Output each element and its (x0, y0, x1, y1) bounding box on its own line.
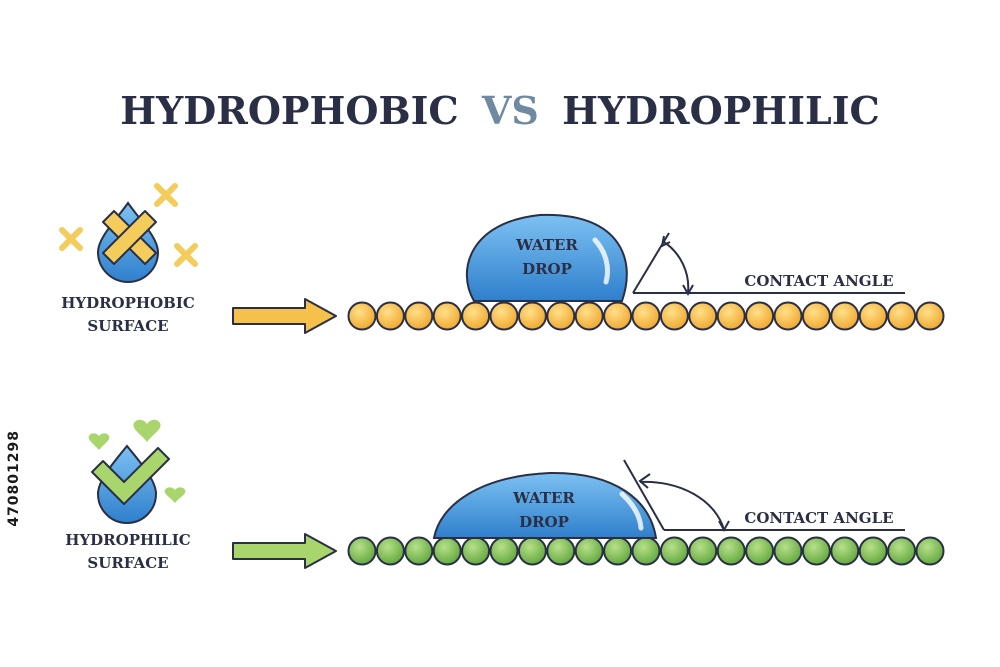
hydrophilic-contact-angle-icon (623, 459, 905, 533)
title-hydrophobic: HYDROPHOBIC (120, 88, 458, 133)
surface-bead (830, 536, 860, 566)
hydrophobic-contact-angle-label: CONTACT ANGLE (744, 272, 893, 290)
surface-bead (432, 536, 462, 566)
drop-highlight (592, 237, 611, 285)
surface-bead (773, 301, 803, 331)
heart-icon (133, 419, 161, 442)
surface-bead (830, 301, 860, 331)
surface-bead (546, 301, 576, 331)
hydrophilic-surface-beads (347, 536, 945, 566)
hydrophobic-icon (59, 183, 198, 283)
surface-bead (375, 536, 405, 566)
hydrophobic-surface-beads (347, 301, 945, 331)
surface-bead (688, 301, 718, 331)
title-hydrophilic: HYDROPHILIC (562, 88, 880, 133)
surface-bead (404, 301, 434, 331)
heart-icon (164, 487, 186, 503)
surface-bead (745, 536, 775, 566)
surface-bead (915, 301, 945, 331)
surface-bead (347, 536, 377, 566)
surface-bead (375, 301, 405, 331)
hydrophilic-drop-label-line1: WATER (512, 489, 575, 507)
surface-bead (631, 301, 661, 331)
surface-bead (631, 536, 661, 566)
hydrophilic-label-line2: SURFACE (87, 554, 168, 572)
hydrophilic-arrow-icon (232, 533, 337, 569)
surface-bead (716, 536, 746, 566)
cross-decoration-icon (59, 183, 198, 267)
hydrophobic-label-line1: HYDROPHOBIC (61, 294, 195, 312)
title-vs: VS (481, 88, 539, 133)
surface-bead (603, 301, 633, 331)
surface-bead (347, 301, 377, 331)
surface-bead (461, 536, 491, 566)
surface-bead (432, 301, 462, 331)
page-title: HYDROPHOBIC VS HYDROPHILIC (120, 88, 879, 133)
surface-bead (801, 301, 831, 331)
checkmark-icon (91, 447, 170, 505)
surface-bead (858, 301, 888, 331)
hydrophobic-arrow-icon (232, 298, 337, 334)
surface-bead (915, 536, 945, 566)
hydrophilic-label-line1: HYDROPHILIC (65, 531, 190, 549)
hydrophilic-drop-label-line2: DROP (519, 513, 569, 531)
hydrophilic-icon (88, 419, 186, 524)
surface-bead (461, 301, 491, 331)
surface-bead (659, 536, 689, 566)
surface-bead (574, 301, 604, 331)
surface-bead (489, 536, 519, 566)
surface-bead (404, 536, 434, 566)
surface-bead (887, 301, 917, 331)
surface-bead (517, 301, 547, 331)
surface-bead (489, 301, 519, 331)
surface-bead (574, 536, 604, 566)
surface-bead (887, 536, 917, 566)
stock-id: 470801298 (6, 430, 22, 527)
hydrophobic-drop-label-line1: WATER (515, 236, 578, 254)
surface-bead (858, 536, 888, 566)
hydrophobic-contact-angle-icon (632, 232, 905, 297)
hydrophobic-drop-label-line2: DROP (522, 260, 572, 278)
surface-bead (659, 301, 689, 331)
hydrophobic-water-drop (465, 213, 628, 302)
hydrophilic-contact-angle-label: CONTACT ANGLE (744, 509, 893, 527)
hydrophobic-label-line2: SURFACE (87, 317, 168, 335)
surface-bead (745, 301, 775, 331)
surface-bead (517, 536, 547, 566)
surface-bead (716, 301, 746, 331)
hydrophilic-water-drop (432, 471, 658, 539)
surface-bead (688, 536, 718, 566)
drop-highlight (619, 491, 644, 531)
surface-bead (801, 536, 831, 566)
surface-bead (773, 536, 803, 566)
big-cross-icon (102, 210, 157, 265)
surface-bead (546, 536, 576, 566)
heart-icon (88, 433, 110, 450)
surface-bead (603, 536, 633, 566)
